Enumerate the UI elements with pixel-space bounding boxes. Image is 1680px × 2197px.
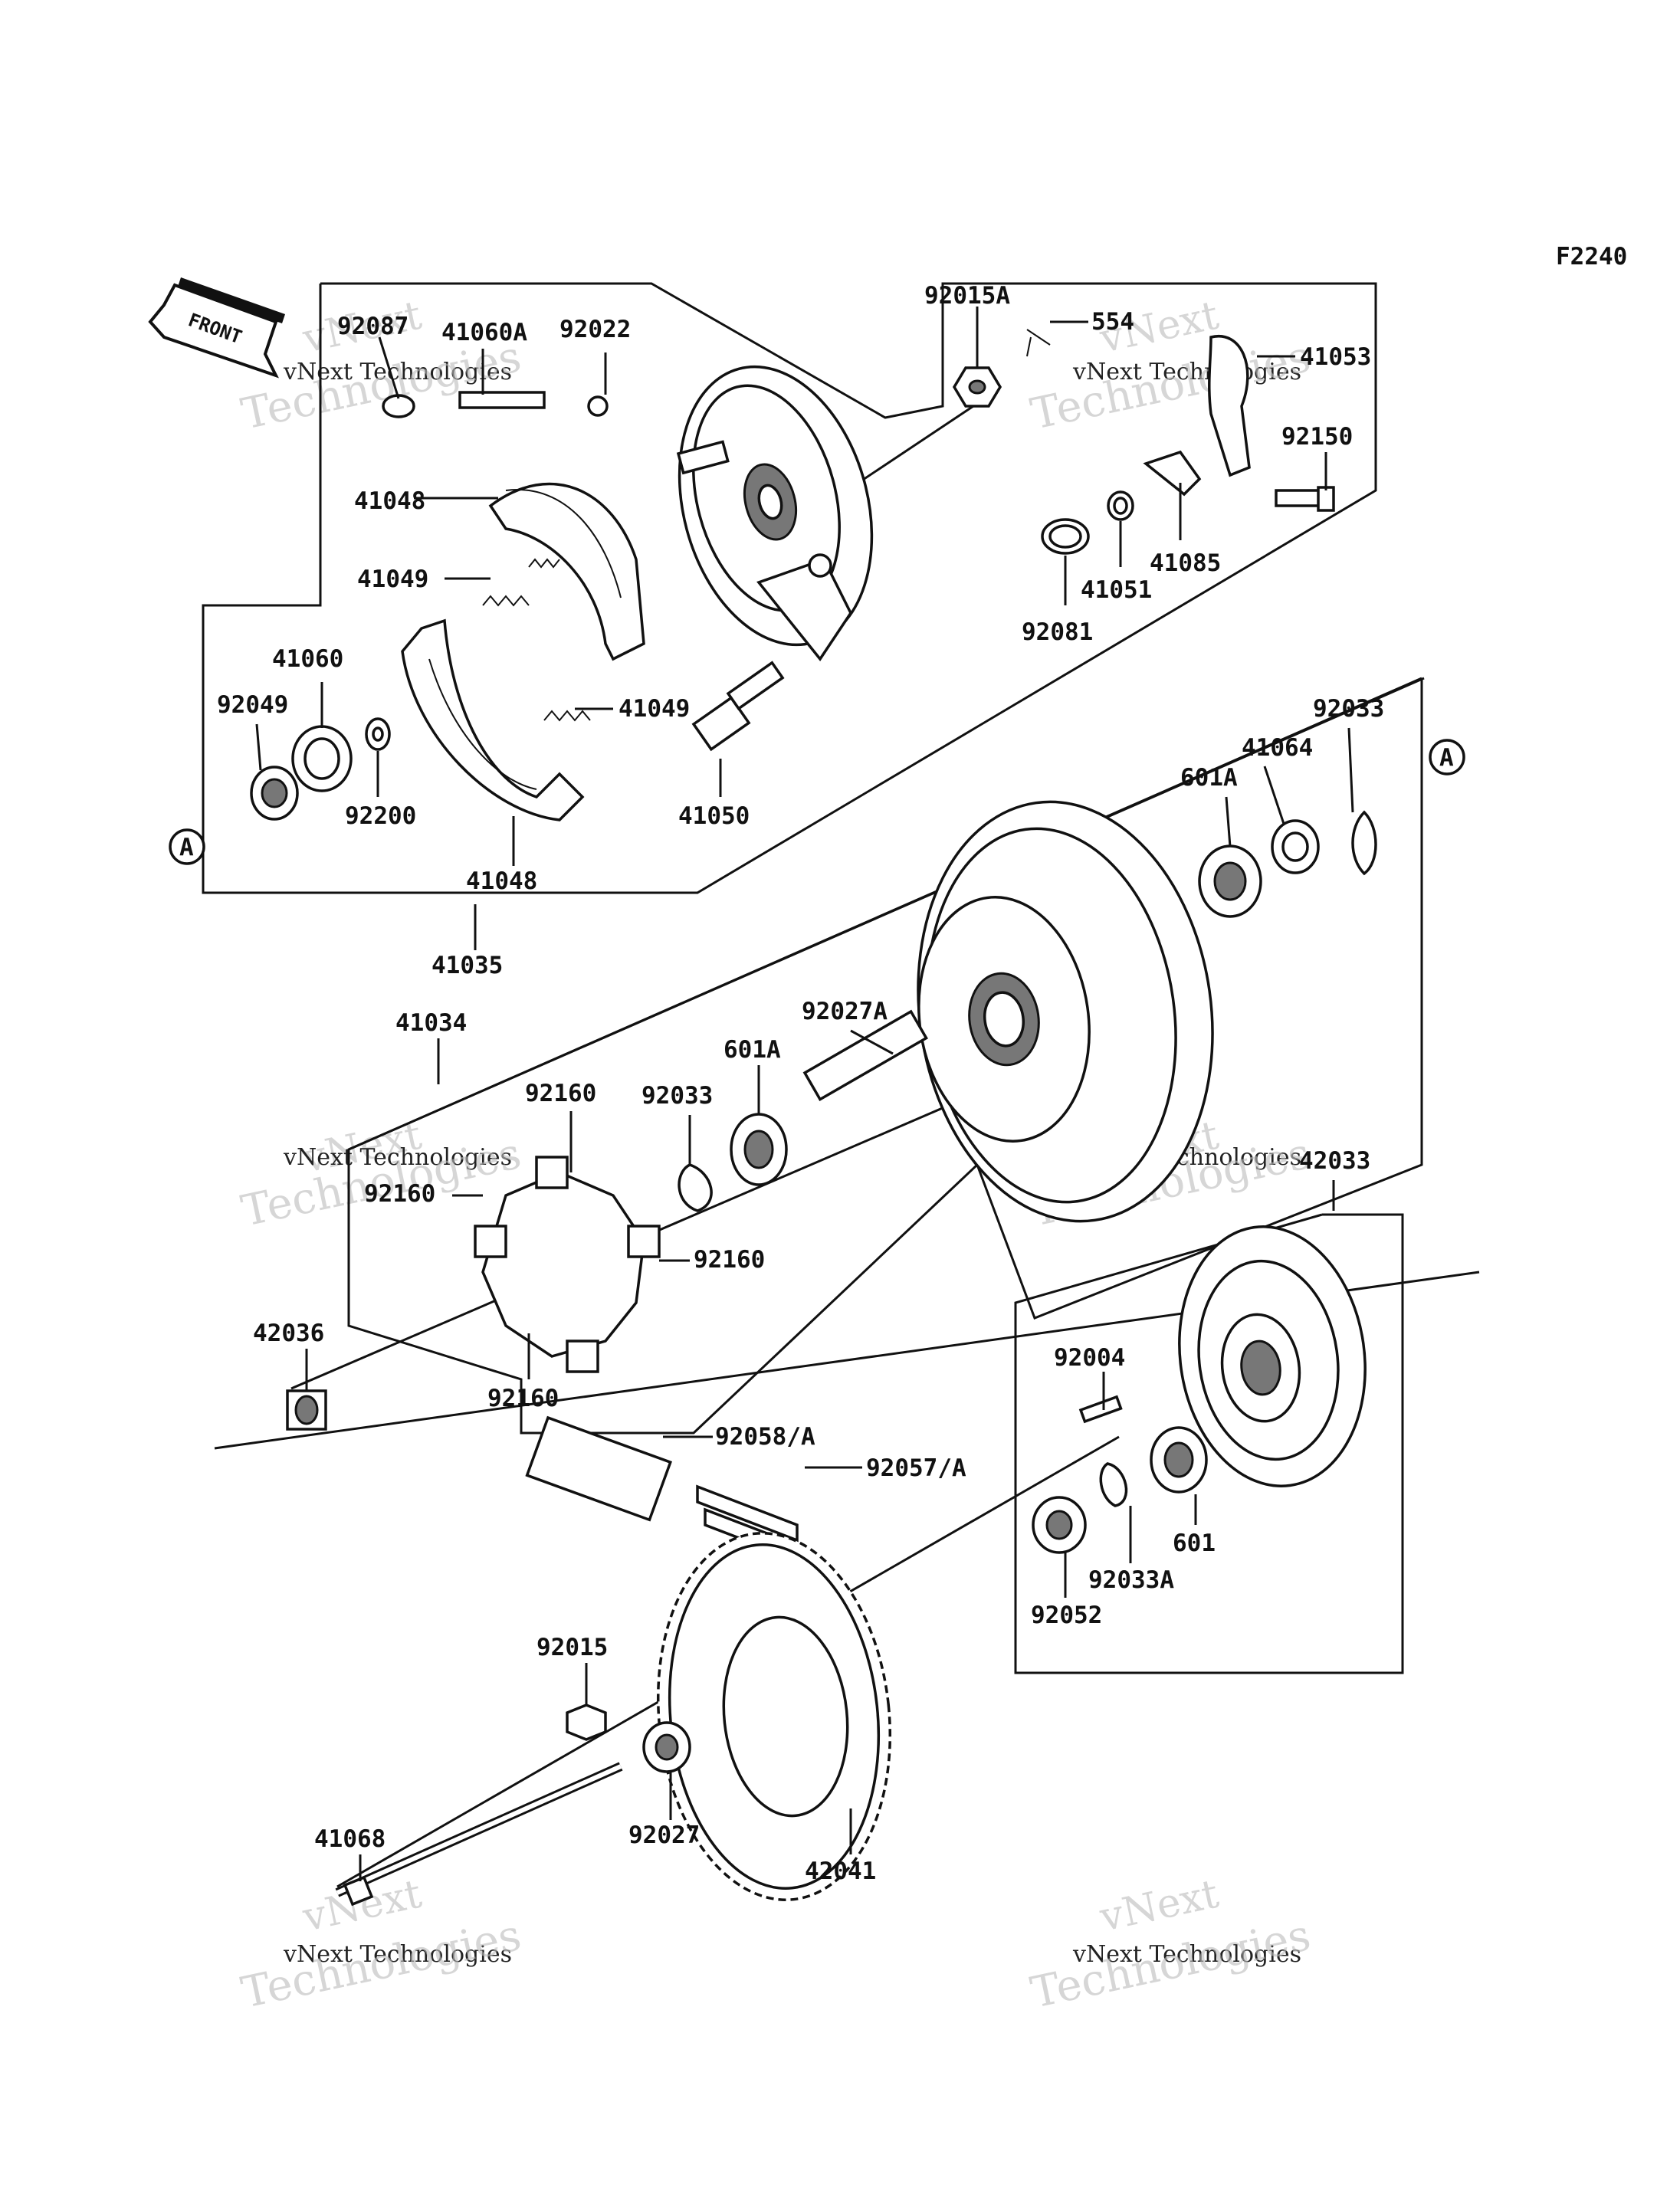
label-92058A: 92058/A <box>715 1423 815 1451</box>
collar-41064 <box>1271 819 1320 874</box>
label-92033-right: 92033 <box>1313 695 1384 723</box>
label-601A-right: 601A <box>1180 764 1238 792</box>
circlip-92033-right <box>1351 810 1377 876</box>
circlip-92033A <box>1099 1462 1128 1507</box>
label-41064: 41064 <box>1242 734 1313 762</box>
label-41048-upper: 41048 <box>354 487 425 515</box>
label-41034: 41034 <box>395 1009 467 1037</box>
front-arrow-icon: FRONT <box>148 277 285 379</box>
label-41049-upper: 41049 <box>357 566 428 593</box>
damper-92160 <box>474 1156 661 1373</box>
hub-group-outline <box>1014 1213 1404 1674</box>
svg-text:vNext Technologies: vNext Technologies <box>283 1144 512 1171</box>
part-labels: 92087 41060A 92022 92015A 554 41053 9215… <box>217 282 1384 1885</box>
ref-marker-left: A <box>169 828 205 865</box>
label-92087: 92087 <box>337 313 409 340</box>
svg-text:A: A <box>1439 744 1454 772</box>
brake-shoe-lower <box>401 618 585 821</box>
diagram-code: F2240 <box>1556 243 1627 271</box>
svg-text:vNext Technologies: vNext Technologies <box>1072 359 1301 385</box>
indicator-parts <box>382 391 609 418</box>
svg-text:vNext Technologies: vNext Technologies <box>283 1941 512 1968</box>
label-41048-lower: 41048 <box>466 867 537 895</box>
label-92015: 92015 <box>536 1634 608 1661</box>
label-41085: 41085 <box>1150 549 1221 577</box>
label-554: 554 <box>1091 308 1134 336</box>
spring-lower <box>543 710 591 722</box>
spacer-92027A <box>802 1009 928 1102</box>
axle-41068 <box>335 1762 623 1907</box>
label-92057A: 92057/A <box>866 1454 966 1482</box>
label-41053: 41053 <box>1300 343 1371 371</box>
brake-panel <box>676 365 874 661</box>
label-41035: 41035 <box>431 952 503 979</box>
label-92033-left: 92033 <box>641 1082 713 1110</box>
torsion-spring <box>1041 518 1090 555</box>
svg-text:vNext: vNext <box>1095 1871 1222 1941</box>
label-92052: 92052 <box>1031 1602 1102 1629</box>
label-41068: 41068 <box>314 1825 386 1853</box>
nut-92015 <box>566 1703 607 1741</box>
wheel-rim <box>917 800 1214 1223</box>
label-601A-left: 601A <box>724 1036 781 1064</box>
watermark-top-right: vNext vNext Technologies Technologies <box>1026 293 1314 440</box>
oil-seal-92049 <box>250 766 299 821</box>
label-41049-lower: 41049 <box>619 695 690 723</box>
label-92081: 92081 <box>1022 618 1093 646</box>
label-601: 601 <box>1173 1530 1216 1557</box>
brake-panel-outline <box>202 282 1377 894</box>
collar-92027 <box>642 1721 691 1773</box>
washer-41051 <box>1107 490 1134 521</box>
label-92022: 92022 <box>559 316 631 343</box>
watermark-bottom-left: vNext vNext Technologies Technologies <box>237 1871 525 2018</box>
label-92160-left: 92160 <box>364 1180 435 1208</box>
label-41060A: 41060A <box>441 319 527 346</box>
label-92160-right: 92160 <box>694 1246 765 1274</box>
label-92015A: 92015A <box>924 282 1010 310</box>
brake-arm <box>1208 334 1251 477</box>
leader-lines <box>255 307 1354 1881</box>
circlip-92033-left <box>678 1163 713 1212</box>
wear-indicator <box>1143 450 1202 497</box>
bolt-92150 <box>1275 486 1335 512</box>
label-92200: 92200 <box>345 802 416 830</box>
label-92049: 92049 <box>217 691 288 719</box>
label-41060: 41060 <box>272 645 343 673</box>
label-92004: 92004 <box>1054 1344 1125 1372</box>
gear-41060 <box>291 725 353 792</box>
label-92160-bottom: 92160 <box>487 1385 559 1412</box>
watermark-mid-left: vNext vNext Technologies Technologies <box>237 1113 525 1237</box>
svg-text:A: A <box>179 834 194 861</box>
wheel-group-outline <box>347 677 1425 1435</box>
cotter-pin <box>1026 329 1051 357</box>
nut-92015A <box>952 366 1002 408</box>
label-92033A: 92033A <box>1088 1566 1174 1594</box>
label-42036: 42036 <box>253 1320 324 1347</box>
washer-92200 <box>365 717 391 751</box>
spring-upper <box>482 558 560 607</box>
label-92027A: 92027A <box>802 998 888 1025</box>
bearing-601 <box>1150 1426 1208 1494</box>
label-92027: 92027 <box>628 1822 700 1849</box>
label-92160-top: 92160 <box>525 1080 596 1107</box>
watermark-bottom-right: vNext vNext Technologies Technologies <box>1026 1871 1314 2018</box>
collar-42036 <box>286 1389 327 1431</box>
bearing-601A-right <box>1198 844 1262 918</box>
stud-92004 <box>1078 1395 1123 1424</box>
svg-text:Technologies: Technologies <box>237 1910 525 2018</box>
bearing-601A-left <box>730 1113 788 1186</box>
label-41051: 41051 <box>1081 576 1152 604</box>
cam-shaft <box>691 661 785 752</box>
ref-marker-right: A <box>1429 739 1465 776</box>
svg-text:vNext Technologies: vNext Technologies <box>1072 1941 1301 1968</box>
sprocket-42041 <box>656 1532 892 1901</box>
label-41050: 41050 <box>678 802 750 830</box>
sprocket-hub <box>1178 1225 1367 1487</box>
label-92150: 92150 <box>1281 423 1353 451</box>
label-42033: 42033 <box>1299 1147 1370 1175</box>
brake-shoe-upper <box>488 482 645 661</box>
label-42041: 42041 <box>805 1858 876 1885</box>
oil-seal-92052 <box>1032 1496 1087 1554</box>
